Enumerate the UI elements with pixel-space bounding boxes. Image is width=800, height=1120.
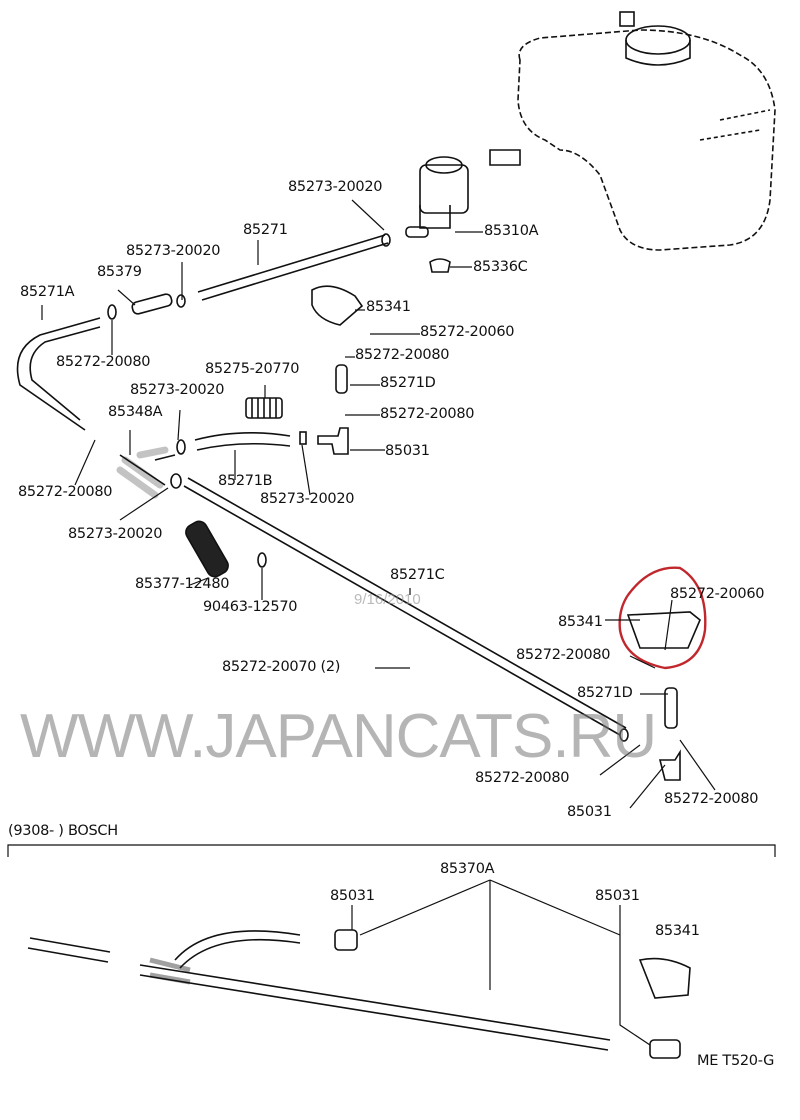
part-label[interactable]: 85271D <box>380 375 436 391</box>
leader-lines <box>7 199 776 1046</box>
part-label[interactable]: 85272-20080 <box>56 354 151 370</box>
joint-85348a <box>119 454 176 486</box>
hose-85271a <box>16 317 101 431</box>
part-label[interactable]: 85370A <box>440 861 495 877</box>
part-label[interactable]: 85341 <box>655 923 700 939</box>
part-label[interactable]: 85275-20770 <box>205 361 300 377</box>
part-label[interactable]: 85031 <box>567 804 612 820</box>
hose-85271b <box>194 432 291 451</box>
part-label[interactable]: 85031 <box>330 888 375 904</box>
part-label[interactable]: 85271B <box>218 473 273 489</box>
nozzle-85031 <box>317 427 349 455</box>
diagram-code: ME T520-G <box>697 1053 775 1069</box>
part-label[interactable]: 85273-20020 <box>126 243 221 259</box>
bosch-assembly <box>27 929 691 1059</box>
part-label[interactable]: 85379 <box>97 264 142 280</box>
date-stamp: 9/16/2010 <box>354 591 421 608</box>
part-label[interactable]: 85272-20080 <box>18 484 113 500</box>
part-label[interactable]: 85271 <box>243 222 288 238</box>
washer-tank <box>489 11 776 251</box>
part-label[interactable]: 85272-20080 <box>516 647 611 663</box>
section-header: (9308- ) BOSCH <box>8 823 118 839</box>
part-label[interactable]: 85271D <box>577 685 633 701</box>
nozzle-85341 <box>311 285 364 326</box>
part-label[interactable]: 85310A <box>484 223 539 239</box>
part-label[interactable]: 85348A <box>108 404 163 420</box>
watermark: WWW.JAPANCATS.RU <box>20 702 657 771</box>
part-label[interactable]: 85272-20080 <box>380 406 475 422</box>
hose-85271 <box>197 234 389 301</box>
part-label[interactable]: 85336C <box>473 259 528 275</box>
part-label[interactable]: 85031 <box>385 443 430 459</box>
part-label[interactable]: 85271C <box>390 567 445 583</box>
part-label[interactable]: 85341 <box>366 299 411 315</box>
part-label[interactable]: 90463-12570 <box>203 599 298 615</box>
part-label[interactable]: 85031 <box>595 888 640 904</box>
part-label[interactable]: 85272-20060 <box>670 586 765 602</box>
part-label[interactable]: 85341 <box>558 614 603 630</box>
part-label[interactable]: 85272-20080 <box>475 770 570 786</box>
part-label[interactable]: 85273-20020 <box>288 179 383 195</box>
part-label[interactable]: 85377-12480 <box>135 576 230 592</box>
part-label[interactable]: 85273-20020 <box>130 382 225 398</box>
part-label[interactable]: 85272-20080 <box>355 347 450 363</box>
part-label[interactable]: 85273-20020 <box>260 491 355 507</box>
hose-85271c <box>183 477 627 736</box>
nozzle-85341-highlighted <box>626 611 701 649</box>
part-label[interactable]: 85272-20060 <box>420 324 515 340</box>
part-label[interactable]: 85273-20020 <box>68 526 163 542</box>
washer-pump <box>405 156 469 273</box>
part-label[interactable]: 85272-20070 (2) <box>222 659 341 675</box>
part-label[interactable]: 85271A <box>20 284 75 300</box>
highlight-circle <box>618 566 707 670</box>
part-label[interactable]: 85272-20080 <box>664 791 759 807</box>
